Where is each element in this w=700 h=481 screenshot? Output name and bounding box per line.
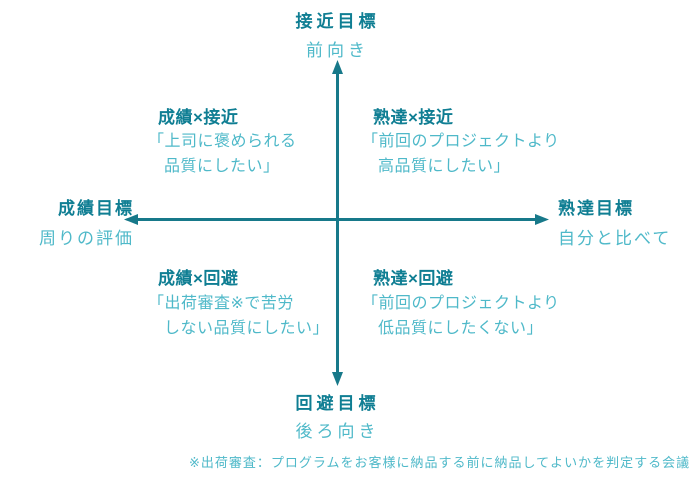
axis-label-right-subtitle: 自分と比べて (558, 224, 671, 249)
footnote: ※出荷審査：プログラムをお客様に納品する前に納品してよいかを判定する会議 (189, 455, 691, 470)
axis-label-left: 成績目標 (58, 194, 134, 219)
quadrant-top-left-title: 成績×接近 (158, 108, 239, 127)
left-arrowhead-icon (124, 214, 138, 225)
axis-bottom-subtitle: 後ろ向き (295, 422, 380, 441)
quadrant-bottom-right-title: 熟達×回避 (373, 269, 454, 288)
axis-right-title: 熟達目標 (558, 199, 634, 218)
axis-bottom-title: 回避目標 (295, 394, 380, 413)
axis-label-bottom-subtitle: 後ろ向き (0, 417, 675, 442)
quadrant-top-right-body: 「前回のプロジェクトより 高品質にしたい」 (362, 133, 560, 175)
quadrant-bottom-right-body: 「前回のプロジェクトより 低品質にしたくない」 (362, 295, 560, 337)
axis-label-left-subtitle: 周りの評価 (39, 224, 134, 249)
axis-label-bottom: 回避目標 (0, 389, 675, 414)
quadrant-bottom-left-title: 成績×回避 (158, 269, 239, 288)
quadrant-top-left-body: 「上司に褒められる 品質にしたい」 (148, 133, 297, 175)
up-arrowhead-icon (332, 60, 343, 74)
axis-label-top: 接近目標 (0, 7, 675, 32)
axis-label-right: 熟達目標 (558, 194, 634, 219)
axis-right-subtitle: 自分と比べて (558, 229, 672, 248)
axis-top-subtitle: 前向き (306, 41, 369, 60)
down-arrowhead-icon (332, 372, 343, 386)
right-arrowhead-icon (535, 214, 549, 225)
axis-label-top-subtitle: 前向き (0, 36, 675, 61)
axis-left-title: 成績目標 (58, 199, 134, 218)
axis-top-title: 接近目標 (295, 12, 380, 31)
axis-left-subtitle: 周りの評価 (39, 229, 134, 248)
quadrant-bottom-left-body: 「出荷審査※で苦労 しない品質にしたい」 (148, 295, 330, 337)
quadrant-top-right-title: 熟達×接近 (373, 108, 454, 127)
